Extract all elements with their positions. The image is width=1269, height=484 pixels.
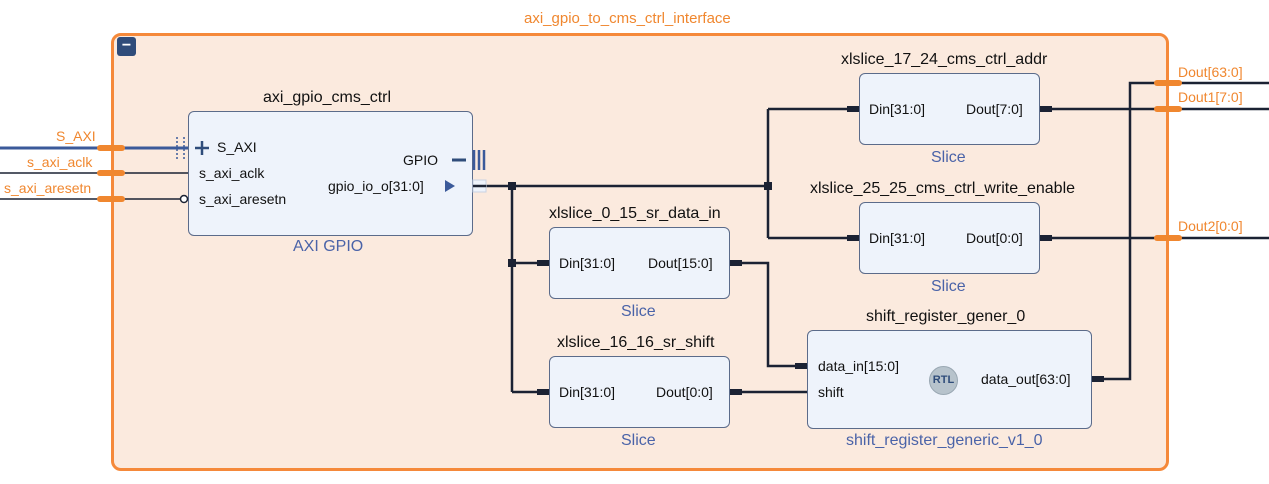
sr-data-in-wire — [730, 261, 807, 368]
axi-gpio-block[interactable] — [188, 111, 473, 236]
slice-sr-shift-name: xlslice_16_16_sr_shift — [557, 334, 715, 351]
slice-cms-ctrl-write-enable-port-dout[interactable]: Dout[0:0] — [966, 230, 1023, 246]
slice-cms-ctrl-addr-name: xlslice_17_24_cms_ctrl_addr — [841, 51, 1048, 68]
ext-port-s-axi-aclk[interactable]: s_axi_aclk — [27, 154, 93, 170]
dout-wire — [1092, 81, 1269, 381]
slice-sr-data-in-port-din[interactable]: Din[31:0] — [559, 255, 616, 271]
axi-gpio-port-gpio-io-o[interactable]: gpio_io_o[31:0] — [328, 178, 424, 194]
shift-register-port-data-out[interactable]: data_out[63:0] — [981, 371, 1071, 387]
slice-cms-ctrl-write-enable-name: xlslice_25_25_cms_ctrl_write_enable — [810, 180, 1076, 197]
slice-sr-data-in-block[interactable] — [549, 227, 730, 299]
collapse-button[interactable]: − — [117, 37, 136, 56]
axi-gpio-port-s-axi[interactable]: S_AXI — [217, 139, 257, 155]
axi-gpio-type-label: AXI GPIO — [293, 238, 364, 255]
slice-sr-data-in-name: xlslice_0_15_sr_data_in — [549, 205, 721, 222]
slice-cms-ctrl-write-enable-port-din[interactable]: Din[31:0] — [869, 230, 926, 246]
shift-register-port-shift[interactable]: shift — [818, 384, 844, 400]
slice-cms-ctrl-write-enable-block[interactable] — [859, 202, 1040, 274]
ext-port-dout[interactable]: Dout[63:0] — [1178, 64, 1243, 80]
axi-gpio-port-gpio[interactable]: GPIO — [403, 152, 439, 168]
slice-cms-ctrl-addr-block[interactable] — [859, 73, 1040, 145]
ext-port-dout1[interactable]: Dout1[7:0] — [1178, 89, 1243, 105]
ext-port-s-axi[interactable]: S_AXI — [56, 128, 96, 144]
slice-cms-ctrl-addr-port-dout[interactable]: Dout[7:0] — [966, 101, 1023, 117]
slice-sr-shift-type-label: Slice — [621, 432, 656, 449]
axi-gpio-port-s-axi-aclk[interactable]: s_axi_aclk — [199, 165, 265, 181]
axi-gpio-instance-name: axi_gpio_cms_ctrl — [263, 89, 392, 106]
axi-gpio-port-s-axi-aresetn[interactable]: s_axi_aresetn — [199, 191, 287, 207]
shift-register-instance-name: shift_register_gener_0 — [866, 308, 1026, 325]
group-title: axi_gpio_to_cms_ctrl_interface — [524, 10, 731, 27]
slice-sr-shift-block[interactable] — [549, 356, 730, 428]
slice-sr-data-in-type-label: Slice — [621, 303, 656, 320]
shift-register-port-data-in[interactable]: data_in[15:0] — [818, 358, 899, 374]
slice-sr-shift-port-din[interactable]: Din[31:0] — [559, 384, 616, 400]
slice-sr-data-in-port-dout[interactable]: Dout[15:0] — [648, 255, 713, 271]
shift-register-type-label: shift_register_generic_v1_0 — [846, 432, 1043, 449]
ext-port-dout2[interactable]: Dout2[0:0] — [1178, 218, 1243, 234]
slice-sr-shift-port-dout[interactable]: Dout[0:0] — [656, 384, 713, 400]
slice-cms-ctrl-write-enable-type-label: Slice — [931, 278, 966, 295]
slice-cms-ctrl-addr-type-label: Slice — [931, 149, 966, 166]
rtl-badge-icon: RTL — [929, 366, 958, 395]
ext-port-s-axi-aresetn[interactable]: s_axi_aresetn — [4, 180, 92, 196]
slice-cms-ctrl-addr-port-din[interactable]: Din[31:0] — [869, 101, 926, 117]
